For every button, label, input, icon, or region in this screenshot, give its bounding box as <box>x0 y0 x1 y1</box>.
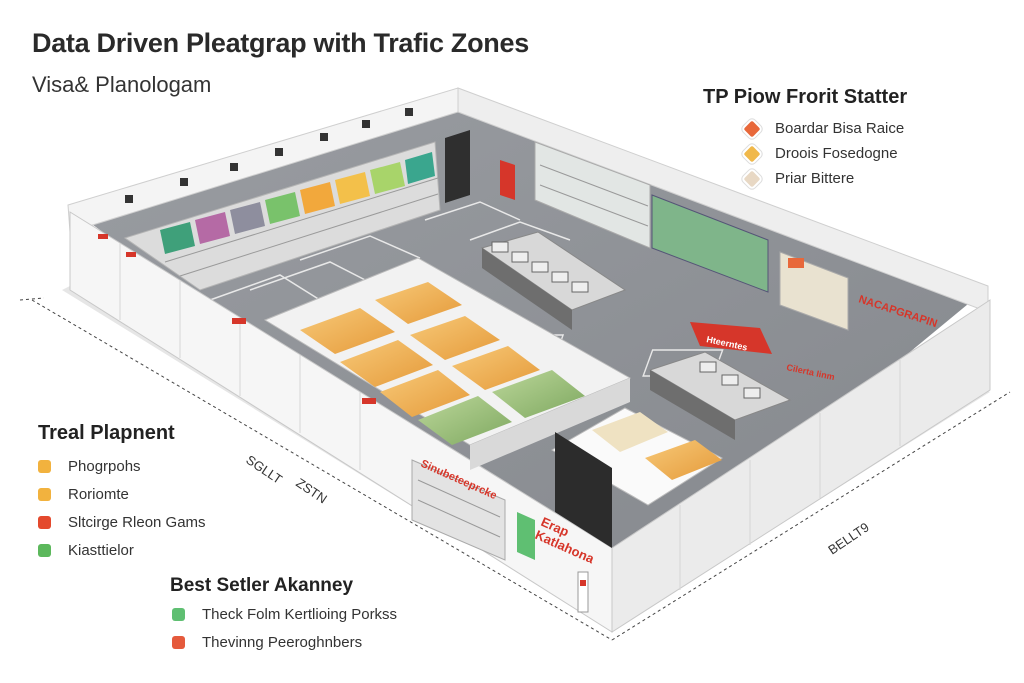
legend-item-label: Sltcirge Rleon Gams <box>68 513 206 531</box>
wall-red-marks <box>98 234 376 404</box>
diamond-swatch-icon <box>743 170 761 187</box>
legend-item: Droois Fosedogne <box>742 141 904 166</box>
legend-item: Boardar Bisa Raice <box>742 116 904 141</box>
square-swatch-icon <box>172 607 185 621</box>
legend-item-label: Theck Folm Kertlioing Porkss <box>202 605 398 623</box>
glass-displays-right <box>534 141 849 331</box>
square-swatch-icon <box>38 459 51 473</box>
back-doorway <box>445 130 515 203</box>
dimension-label-left-a: SGLLT <box>243 452 285 487</box>
wall-panels <box>119 243 901 590</box>
legend-left: Phogrpohs Roriomte Sltcirge Rleon Gams K… <box>38 452 206 564</box>
legend-left-heading: Treal Plapnent <box>38 422 175 444</box>
legend-item-label: Priar Bittere <box>775 170 855 187</box>
legend-item: Kiasttielor <box>38 536 206 564</box>
legend-top-right-heading: TP Piow Frorit Statter <box>703 86 908 108</box>
legend-item: Thevinng Peeroghnbers <box>172 628 397 656</box>
legend-item: Roriomte <box>38 480 206 508</box>
diamond-swatch-icon <box>743 145 761 162</box>
wall-shelving-left <box>123 141 441 291</box>
legend-item-label: Droois Fosedogne <box>775 145 898 162</box>
front-wall-right <box>611 299 991 633</box>
right-gondola <box>648 351 792 440</box>
legend-top-right: Boardar Bisa Raice Droois Fosedogne Pria… <box>742 116 904 191</box>
legend-item: Phogrpohs <box>38 452 206 480</box>
legend-item: Priar Bittere <box>742 166 904 191</box>
square-swatch-icon <box>172 635 185 649</box>
legend-item-label: Roriomte <box>68 485 129 503</box>
page-title: Data Driven Pleatgrap with Trafic Zones <box>32 28 529 58</box>
produce-fridge-block <box>263 257 724 506</box>
page-subtitle: Visa& Planologam <box>32 72 212 97</box>
legend-bottom-heading: Best Setler Akanney <box>170 575 354 596</box>
dimension-label-right: BELLT9 <box>825 519 872 557</box>
legend-item: Theck Folm Kertlioing Porkss <box>172 600 397 628</box>
square-swatch-icon <box>38 515 51 529</box>
legend-item-label: Kiasttielor <box>68 541 134 559</box>
dimension-lines <box>19 297 1011 641</box>
legend-item-label: Phogrpohs <box>68 457 141 475</box>
square-swatch-icon <box>38 543 51 557</box>
legend-bottom: Theck Folm Kertlioing Porkss Thevinng Pe… <box>172 600 397 656</box>
center-gondola <box>480 231 627 330</box>
dimension-label-left-b: ZSTN <box>293 475 330 506</box>
legend-item: Sltcirge Rleon Gams <box>38 508 206 536</box>
legend-item-label: Boardar Bisa Raice <box>775 120 905 137</box>
diamond-swatch-icon <box>743 120 761 137</box>
legend-item-label: Thevinng Peeroghnbers <box>202 633 363 651</box>
square-swatch-icon <box>38 487 51 501</box>
ceiling-lights <box>125 108 413 203</box>
